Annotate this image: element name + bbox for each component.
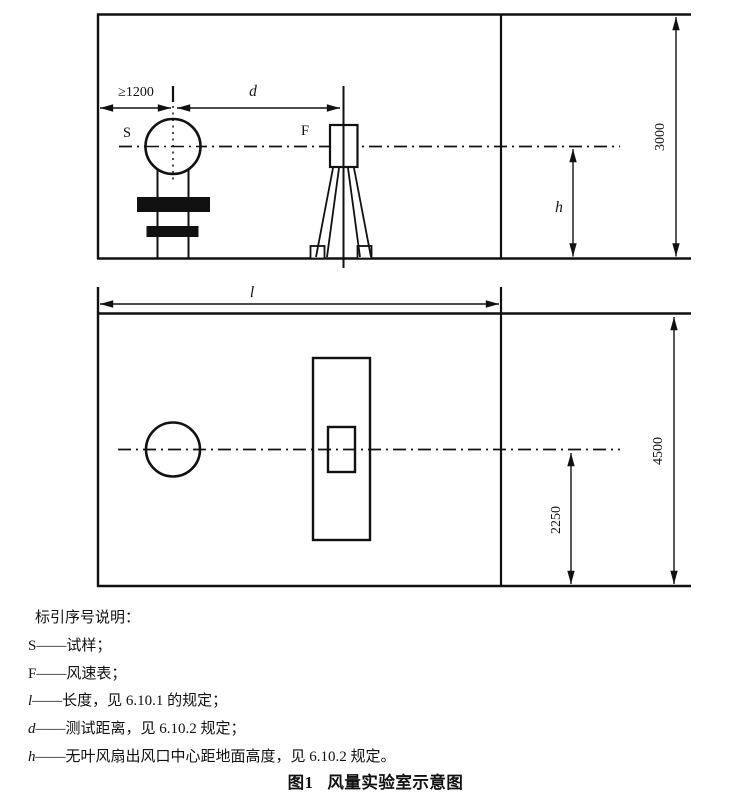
tripod-right-foot (356, 245, 373, 260)
legend-symbol-f: F (28, 665, 37, 682)
bladeless-fan-side (137, 86, 210, 258)
specimen-s-label: S (123, 125, 131, 141)
laboratory-diagram: ≥1200 d S F h 3000 (96, 13, 691, 588)
legend-item-h: h——无叶风扇出风口中心距地面高度，见 6.10.2 规定。 (28, 744, 396, 772)
plan-view-room-walls (96, 287, 691, 588)
side-view-dimensions (100, 17, 680, 257)
legend-text-l: ——长度，见 6.10.1 的规定； (32, 693, 228, 710)
fan-base-lower-bar (146, 226, 199, 237)
legend-item-d: d——测试距离，见 6.10.2 规定； (28, 716, 396, 744)
tripod-right-leg-inner (347, 167, 361, 258)
legend-title: 标引序号说明： (35, 610, 141, 626)
tripod-right-leg-outer (353, 167, 372, 258)
legend-block: 标引序号说明： S——试样； F——风速表； l——长度，见 6.10.1 的规… (28, 605, 396, 772)
legend-symbol-s: S (28, 637, 37, 654)
figure-caption: 图1 风量实验室示意图 (0, 769, 733, 793)
legend-item-f: F——风速表； (28, 661, 396, 689)
dim-l-label: l (250, 284, 254, 301)
tripod-left-leg-inner (326, 167, 340, 258)
legend-item-s: S——试样； (28, 633, 396, 661)
dim-1200-label: ≥1200 (118, 85, 154, 100)
legend-item-l: l——长度，见 6.10.1 的规定； (28, 688, 396, 716)
side-view-room-walls (96, 13, 691, 260)
side-view: ≥1200 d S F h 3000 (96, 13, 691, 268)
figure-caption-number: 图1 (287, 773, 314, 792)
legend-text-f: ——风速表； (36, 665, 127, 682)
dim-3000-label: 3000 (653, 123, 668, 151)
figure-caption-title: 风量实验室示意图 (327, 773, 464, 792)
dim-h-label: h (555, 199, 563, 216)
legend-symbol-h: h (28, 748, 36, 765)
tripod-left-leg-outer (315, 167, 334, 258)
dim-4500-label: 4500 (651, 437, 666, 465)
legend-text-s: ——试样； (36, 637, 112, 654)
anemometer-f-label: F (301, 123, 309, 139)
anemometer-tripod-side (309, 86, 373, 268)
fan-base-upper-bar (137, 197, 210, 212)
legend-text-h: ——无叶风扇出风口中心距地面高度，见 6.10.2 规定。 (35, 748, 396, 765)
dim-2250-label: 2250 (549, 506, 564, 534)
anemometer-stand-plan-rect (311, 356, 372, 542)
plan-view-dimensions (100, 300, 678, 584)
anemometer-body-plan-rect (326, 425, 357, 474)
dim-d-label: d (249, 83, 257, 100)
legend-text-d: ——测试距离，见 6.10.2 规定； (35, 721, 246, 738)
fan-circle-plan (144, 421, 202, 478)
legend-symbol-l: l (28, 693, 33, 710)
plan-view: l 2250 4500 (96, 284, 691, 588)
legend-symbol-d: d (28, 721, 36, 738)
